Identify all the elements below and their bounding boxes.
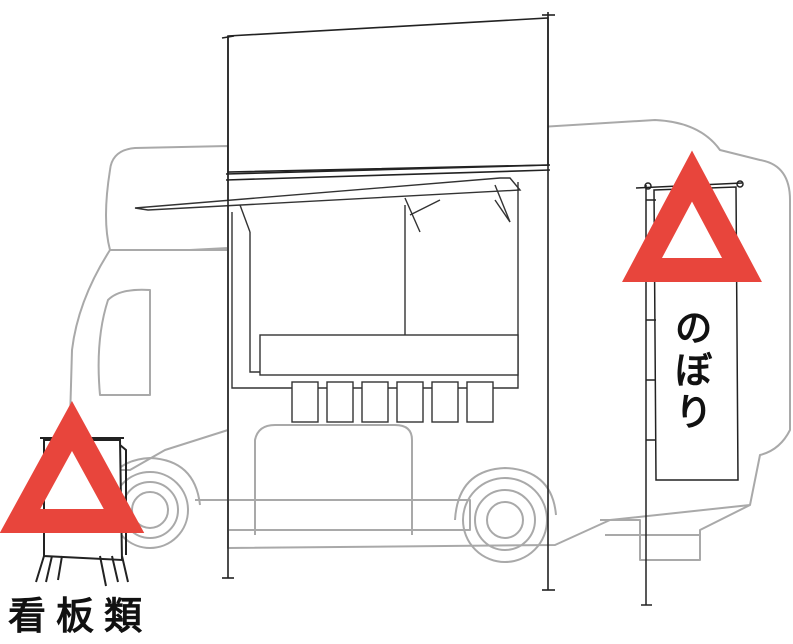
truck-cab-window	[97, 288, 151, 396]
truck-skirt	[195, 499, 471, 531]
truck-cab-roof	[105, 145, 229, 251]
warning-triangle-icon	[0, 401, 145, 533]
signboard-label: 看板類	[8, 594, 153, 638]
rear-wheel	[454, 467, 557, 563]
sign-board	[227, 17, 549, 173]
sign-board-frame	[221, 12, 555, 591]
counter	[259, 334, 519, 376]
truck-rear-step	[600, 504, 751, 561]
nobori-label: のぼり	[668, 308, 712, 434]
truck-body-side	[227, 119, 791, 549]
service-window	[134, 177, 522, 423]
awning	[134, 177, 522, 211]
menu-cards	[291, 381, 494, 423]
food-truck	[69, 119, 791, 563]
warning-triangle-icon	[622, 150, 762, 282]
sign-frame-rail	[225, 164, 551, 175]
truck-side-door	[254, 424, 413, 535]
